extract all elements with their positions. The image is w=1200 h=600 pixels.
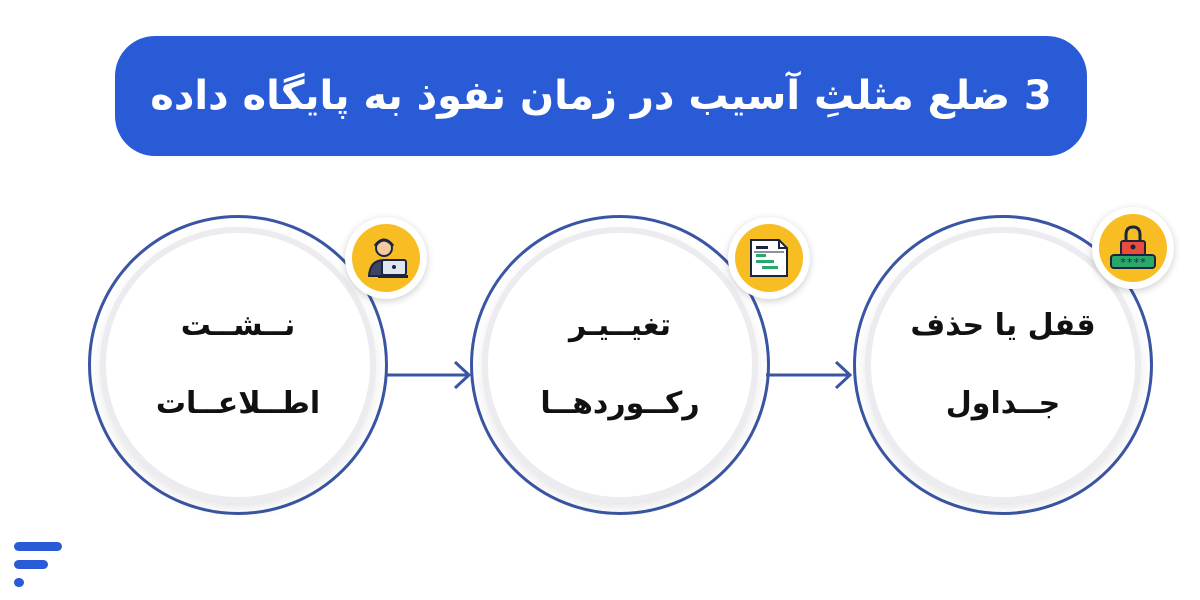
svg-text:****: **** <box>1120 256 1147 269</box>
step-badge <box>345 217 427 299</box>
step-card-table-lock: قفل یا حذف جــداول <box>853 215 1153 515</box>
step-title-line1: قفل یا حذف <box>910 308 1096 343</box>
step-card-data-leak: نــشــت اطــلاعــات <box>88 215 388 515</box>
step-circle: نــشــت اطــلاعــات <box>106 233 370 497</box>
step-title-line1: نــشــت <box>180 308 296 343</box>
step-ring <box>470 215 770 515</box>
brand-logo-icon <box>14 542 62 587</box>
title-banner: 3 ضلع مثلثِ آسیب در زمان نفوذ به پایگاه … <box>115 36 1087 156</box>
arrow-right-icon <box>385 360 472 390</box>
step-circle: تغیــیـر رکــوردهــا <box>488 233 752 497</box>
step-title-line1: تغیــیـر <box>568 308 672 343</box>
step-ring <box>88 215 388 515</box>
step-ring <box>853 215 1153 515</box>
document-table-icon <box>750 239 788 277</box>
arrow-right-icon <box>766 360 853 390</box>
lock-password-icon: **** <box>1110 225 1156 269</box>
step-title-line2: جــداول <box>945 386 1061 421</box>
step-badge <box>728 217 810 299</box>
step-badge: **** <box>1092 207 1174 289</box>
person-laptop-icon <box>367 238 408 278</box>
step-circle: قفل یا حذف جــداول <box>871 233 1135 497</box>
page-title: 3 ضلع مثلثِ آسیب در زمان نفوذ به پایگاه … <box>150 73 1052 119</box>
step-title-line2: اطــلاعــات <box>155 386 321 421</box>
step-title-line2: رکــوردهــا <box>540 386 700 421</box>
step-card-record-change: تغیــیـر رکــوردهــا <box>470 215 770 515</box>
